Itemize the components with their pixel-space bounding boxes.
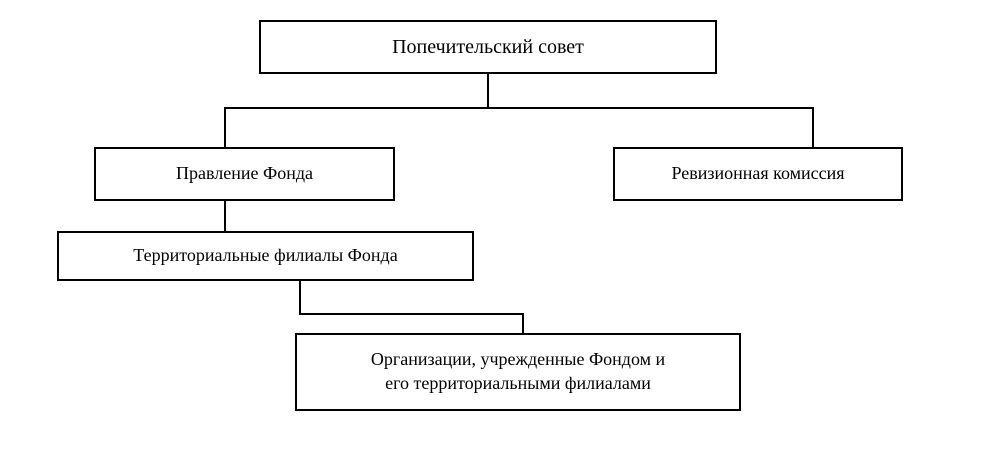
node-council[interactable]: Попечительский совет [259, 20, 717, 74]
node-territorial-branches[interactable]: Территориальные филиалы Фонда [57, 231, 474, 281]
connector-branches-across [299, 313, 524, 315]
node-council-label: Попечительский совет [392, 35, 584, 58]
node-territorial-branches-label: Территориальные филиалы Фонда [133, 245, 398, 266]
connector-branches-to-orgs [522, 313, 524, 335]
connector-council-stem [487, 74, 489, 109]
node-founded-organizations-label: Организации, учрежденные Фондом и его те… [370, 349, 666, 393]
node-audit-commission[interactable]: Ревизионная комиссия [613, 147, 903, 201]
node-board-label: Правление Фонда [176, 163, 313, 184]
connector-council-to-audit [812, 107, 814, 149]
node-founded-organizations[interactable]: Организации, учрежденные Фондом и его те… [295, 333, 741, 411]
connector-branches-down [299, 281, 301, 315]
connector-level2-horizontal-bar [224, 107, 814, 109]
node-board[interactable]: Правление Фонда [94, 147, 395, 201]
connector-council-to-board [224, 107, 226, 149]
node-audit-commission-label: Ревизионная комиссия [671, 163, 845, 184]
connector-board-to-branches [224, 201, 226, 233]
